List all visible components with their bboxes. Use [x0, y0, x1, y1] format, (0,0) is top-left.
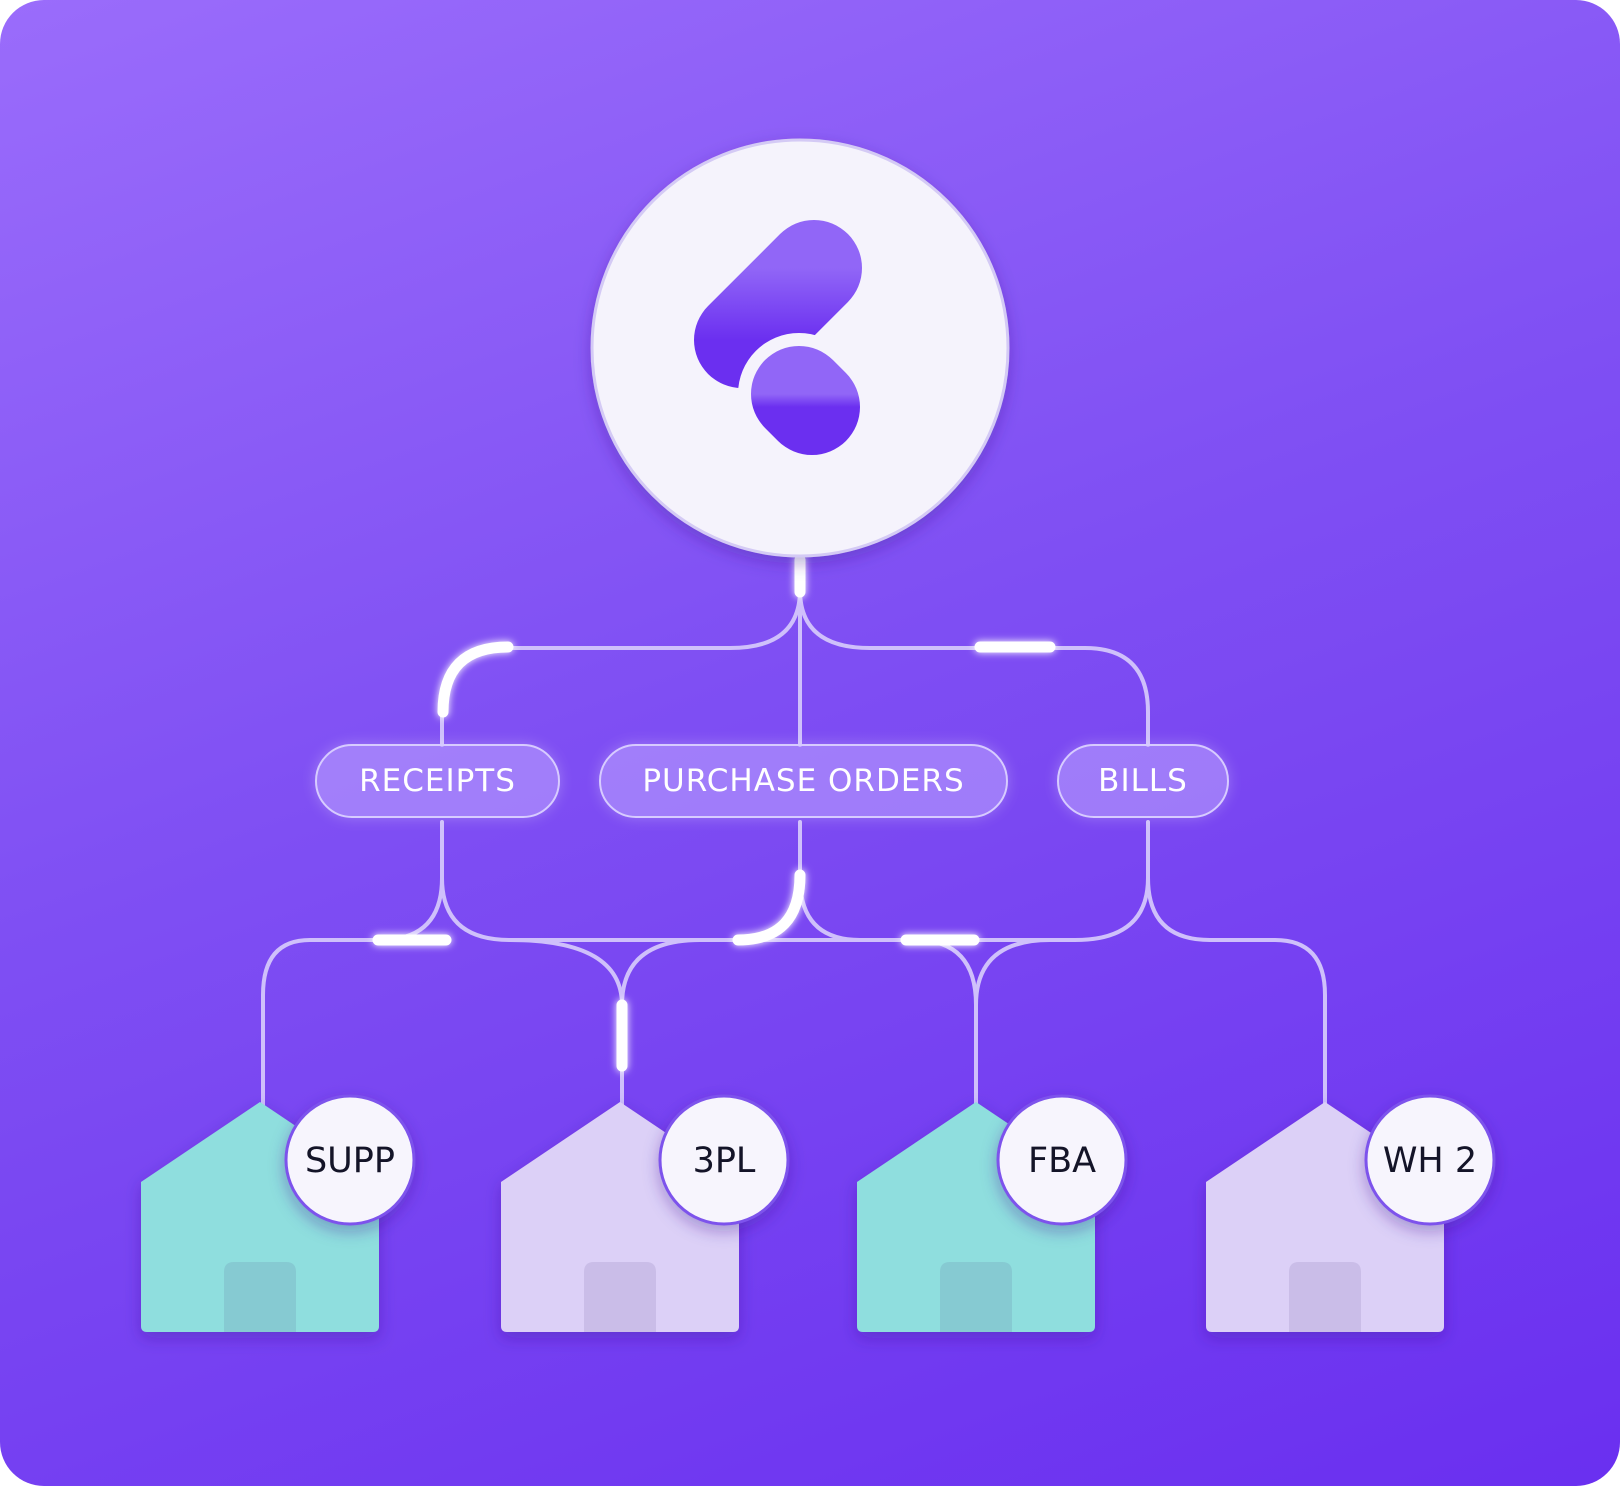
- pill-receipts-label: RECEIPTS: [359, 763, 516, 799]
- location-2: 3PL: [501, 1094, 790, 1332]
- location-badge-label: FBA: [1028, 1141, 1096, 1181]
- connector-hub-to-receipts: [440, 588, 802, 747]
- connector-to-3pl-b: [620, 938, 702, 1007]
- highlight-po-arc: [732, 869, 806, 946]
- connector-flare-left: [261, 876, 444, 1107]
- house-door: [1289, 1262, 1361, 1332]
- house-door: [224, 1262, 296, 1332]
- hub-node: [590, 138, 1010, 558]
- connector-to-3pl: [508, 938, 624, 1107]
- highlight-segments: [372, 554, 1056, 1072]
- connector-hub-to-bills: [798, 588, 1150, 747]
- connector-flare-center: [798, 876, 978, 1107]
- connector-flare-right: [1146, 876, 1327, 1107]
- highlight-receipts-arc: [437, 641, 514, 718]
- location-badge-label: WH 2: [1383, 1141, 1477, 1181]
- connector-bus: [440, 820, 1150, 942]
- house-door: [584, 1262, 656, 1332]
- location-badge-label: 3PL: [693, 1141, 756, 1181]
- pill-bills-label: BILLS: [1098, 763, 1188, 799]
- location-badge-label: SUPP: [305, 1141, 395, 1181]
- house-door: [940, 1262, 1012, 1332]
- pill-receipts: RECEIPTS: [315, 744, 560, 818]
- location-1: SUPP: [141, 1094, 416, 1332]
- location-badge: WH 2: [1364, 1094, 1496, 1226]
- location-badge: FBA: [996, 1094, 1128, 1226]
- location-3: FBA: [857, 1094, 1128, 1332]
- connector-to-fba-b: [974, 938, 1052, 1007]
- pill-purchase-orders-label: PURCHASE ORDERS: [642, 763, 965, 799]
- locations-layer: SUPP 3PL FBA WH 2: [141, 1094, 1496, 1332]
- location-badge: SUPP: [284, 1094, 416, 1226]
- brand-logo-icon: [694, 220, 873, 468]
- pill-bills: BILLS: [1057, 744, 1229, 818]
- lower-connectors: [261, 820, 1327, 1107]
- pill-purchase-orders: PURCHASE ORDERS: [599, 744, 1008, 818]
- location-badge: 3PL: [658, 1094, 790, 1226]
- location-4: WH 2: [1206, 1094, 1496, 1332]
